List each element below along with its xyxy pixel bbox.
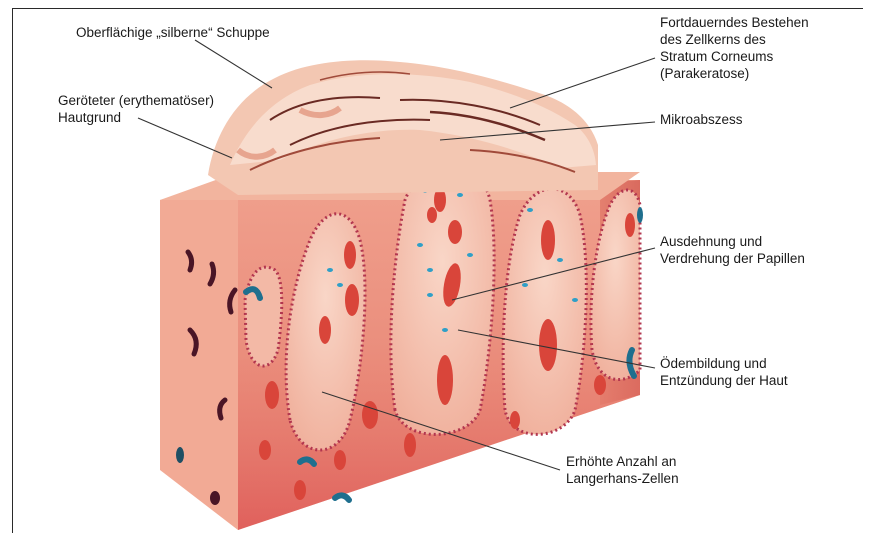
edema-cell [335, 495, 349, 500]
abscess-cell [572, 298, 578, 302]
vessel [404, 433, 416, 457]
vessel [541, 220, 555, 260]
langerhans-cell [176, 447, 184, 463]
label-papillae: Ausdehnung und Verdrehung der Papillen [660, 233, 805, 267]
abscess-cell [527, 208, 533, 212]
label-silver-scale: Oberflächige „silberne“ Schuppe [76, 24, 270, 41]
vessel [625, 213, 635, 237]
leader-scale [195, 40, 272, 88]
vessel [448, 220, 462, 244]
vessel [345, 284, 359, 316]
label-langerhans: Erhöhte Anzahl an Langerhans-Zellen [566, 453, 679, 487]
abscess-cell [442, 328, 448, 332]
vessel [334, 450, 346, 470]
silver-scales [208, 60, 598, 195]
abscess-cell [417, 243, 423, 247]
label-parakeratosis: Fortdauerndes Bestehen des Zellkerns des… [660, 14, 809, 82]
abscess-cell [337, 283, 343, 287]
vessel [539, 319, 557, 371]
vessel [344, 241, 356, 269]
vessel [427, 207, 437, 223]
label-edema: Ödembildung und Entzündung der Haut [660, 355, 788, 389]
abscess-cell [522, 283, 528, 287]
langerhans-cell [210, 491, 220, 505]
vessel [265, 381, 279, 409]
abscess-cell [467, 253, 473, 257]
vessel [294, 480, 306, 500]
edema-cell [637, 207, 643, 223]
vessel [437, 355, 453, 405]
vessel [362, 401, 378, 429]
leader-parakeratosis [510, 58, 655, 108]
label-erythematous-base: Geröteter (erythematöser) Hautgrund [58, 92, 214, 126]
abscess-cell [557, 258, 563, 262]
abscess-cell [427, 293, 433, 297]
abscess-cell [327, 268, 333, 272]
abscess-cell [427, 268, 433, 272]
papilla-left [245, 267, 282, 366]
abscess-cell [457, 193, 463, 197]
vessel [259, 440, 271, 460]
vessel [319, 316, 331, 344]
vessel [510, 411, 520, 429]
vessel [594, 375, 606, 395]
skin-left-face [160, 180, 238, 530]
label-microabscess: Mikroabszess [660, 111, 743, 128]
